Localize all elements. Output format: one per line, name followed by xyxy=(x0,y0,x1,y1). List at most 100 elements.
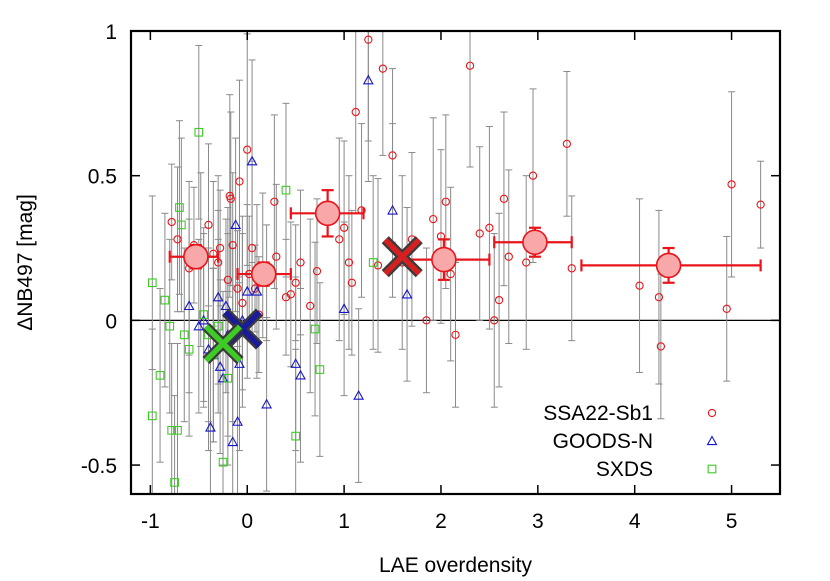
y-tick-label: 0.5 xyxy=(88,166,117,189)
point-square xyxy=(213,321,223,331)
point-circle xyxy=(344,258,354,267)
point-circle xyxy=(204,220,213,230)
point-square xyxy=(160,295,170,305)
x-tick-label: 1 xyxy=(338,510,350,533)
point-circle xyxy=(727,180,736,189)
point-circle xyxy=(215,243,225,253)
point-triangle xyxy=(212,291,224,302)
point-circle xyxy=(378,64,388,73)
bin-mean-circle xyxy=(522,229,548,256)
point-circle xyxy=(167,217,176,227)
point-circle xyxy=(233,284,242,293)
point-triangle xyxy=(290,358,302,368)
point-square xyxy=(281,185,291,195)
point-triangle xyxy=(295,369,306,380)
point-circle xyxy=(499,194,509,203)
point-circle xyxy=(722,304,731,313)
point-triangle xyxy=(204,421,216,432)
point-triangle xyxy=(227,436,239,447)
x-tick-label: 2 xyxy=(435,510,447,533)
legend-label: SXDS xyxy=(596,458,653,481)
point-circle xyxy=(272,252,281,261)
point-triangle xyxy=(387,204,398,215)
legend-marker-circle xyxy=(707,408,717,418)
point-circle xyxy=(306,301,315,311)
point-square xyxy=(310,324,320,334)
point-circle xyxy=(465,61,475,70)
point-circle xyxy=(490,316,499,325)
point-circle xyxy=(422,316,431,325)
point-square xyxy=(177,220,186,230)
point-circle xyxy=(494,295,504,305)
point-circle xyxy=(339,223,349,232)
point-circle xyxy=(364,35,373,44)
point-triangle xyxy=(230,219,242,230)
point-square xyxy=(218,457,228,467)
point-circle xyxy=(296,258,305,267)
x-axis-title: LAE overdensity xyxy=(379,554,532,577)
point-circle xyxy=(270,197,279,206)
point-square xyxy=(165,321,175,331)
plot-frame xyxy=(129,29,782,496)
point-circle xyxy=(485,223,494,232)
point-circle xyxy=(247,243,257,253)
point-triangle xyxy=(214,361,226,371)
point-square xyxy=(368,258,378,267)
point-circle xyxy=(441,197,450,206)
point-circle xyxy=(238,298,247,308)
point-circle xyxy=(347,278,357,287)
legend-label: SSA22-Sb1 xyxy=(543,402,653,425)
point-circle xyxy=(635,281,644,290)
point-triangle xyxy=(241,285,253,296)
point-circle xyxy=(756,200,765,209)
point-square xyxy=(173,425,182,435)
x-tick-label: 4 xyxy=(629,510,641,533)
point-square xyxy=(223,373,233,383)
point-circle xyxy=(291,278,300,287)
x-tick-label: 3 xyxy=(532,510,544,533)
legend-marker-triangle xyxy=(706,435,718,446)
bin-mean-circle xyxy=(250,261,277,287)
point-circle xyxy=(446,269,455,279)
point-circle xyxy=(528,171,538,180)
mean-x-marker xyxy=(204,324,242,363)
point-square xyxy=(167,425,177,435)
point-circle xyxy=(654,293,664,302)
point-square xyxy=(199,310,208,319)
point-circle xyxy=(475,229,484,238)
point-circle xyxy=(351,107,360,117)
point-circle xyxy=(562,139,572,149)
point-square xyxy=(155,371,165,380)
point-circle xyxy=(235,177,244,186)
error-bars xyxy=(148,30,765,495)
point-triangle xyxy=(193,320,205,331)
point-square xyxy=(147,411,157,421)
point-circle xyxy=(451,330,460,339)
point-triangle xyxy=(338,303,350,313)
legend-label: GOODS-N xyxy=(553,430,653,453)
point-triangle xyxy=(401,288,413,299)
point-circle xyxy=(656,342,666,351)
point-circle xyxy=(226,194,235,203)
bin-mean-circle xyxy=(314,200,341,227)
y-tick-label: 0 xyxy=(105,310,117,333)
point-circle xyxy=(335,235,344,244)
point-triangle xyxy=(198,314,210,325)
point-square xyxy=(147,278,157,288)
point-square xyxy=(291,431,301,441)
point-circle xyxy=(228,240,237,250)
x-tick-label: -1 xyxy=(141,510,160,533)
bin-mean-circle xyxy=(183,243,209,270)
point-square xyxy=(170,478,179,487)
point-circle xyxy=(286,290,295,299)
x-tick-label: 5 xyxy=(726,510,738,533)
point-circle xyxy=(504,252,513,261)
point-circle xyxy=(429,214,438,224)
point-triangle xyxy=(220,300,232,311)
point-triangle xyxy=(362,74,374,85)
point-circle xyxy=(388,151,397,160)
